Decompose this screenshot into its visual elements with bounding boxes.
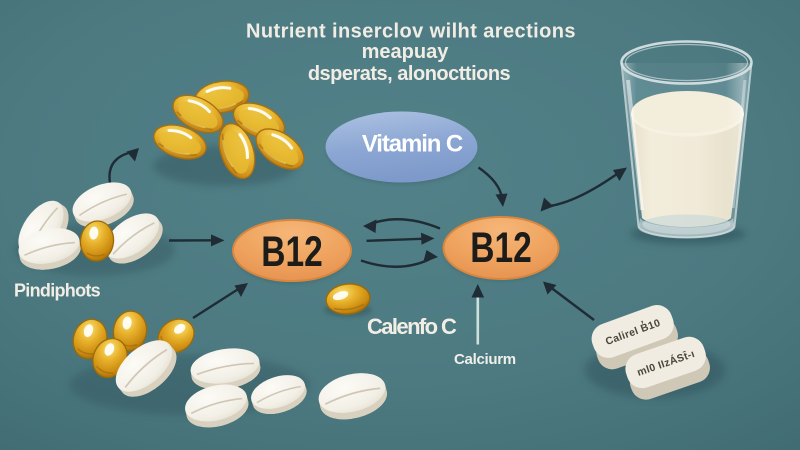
svg-text:Calciurm: Calciurm: [454, 351, 516, 368]
svg-text:Calenfo C: Calenfo C: [367, 314, 457, 339]
svg-text:Pindiphots: Pindiphots: [14, 281, 101, 301]
svg-text:dsperats, alonocttions: dsperats, alonocttions: [308, 63, 511, 85]
svg-text:Nutrient inserclov wilht arect: Nutrient inserclov wilht arections: [246, 21, 576, 43]
svg-text:B12: B12: [470, 224, 532, 272]
svg-text:B12: B12: [261, 228, 323, 276]
svg-text:Vitamin C: Vitamin C: [362, 131, 463, 158]
svg-text:meapuay: meapuay: [362, 41, 450, 63]
